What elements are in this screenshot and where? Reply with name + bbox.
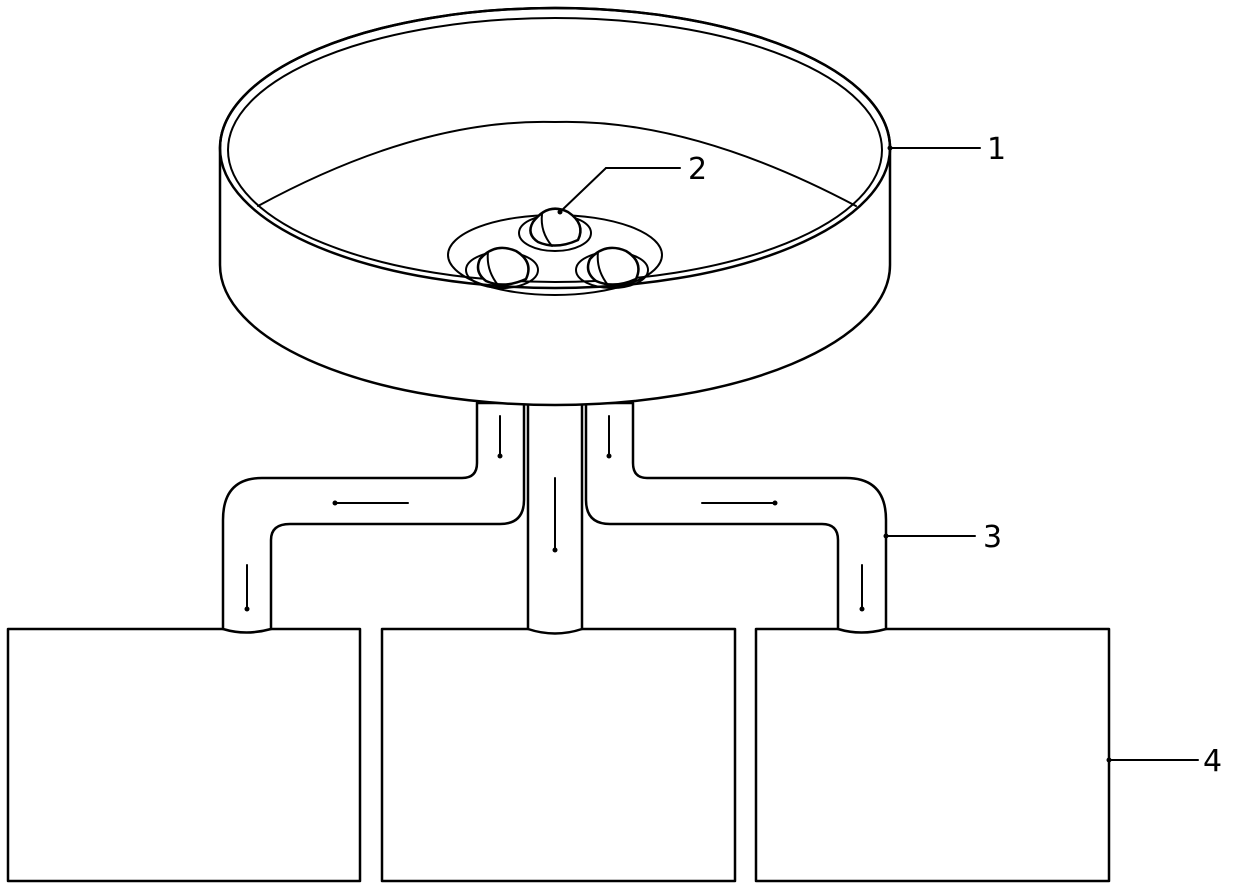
containers	[6, 627, 1111, 883]
container-middle	[380, 627, 737, 883]
arrow-right-horizontal-head	[772, 500, 778, 506]
bowl-inner-floor	[257, 120, 857, 207]
nozzle-left	[465, 246, 539, 289]
pipes	[221, 401, 888, 635]
pipe-left	[221, 401, 526, 634]
container-left	[6, 627, 362, 883]
nozzle-right	[575, 246, 649, 289]
container-right	[754, 627, 1111, 883]
arrow-right-down-lower-head	[859, 606, 865, 612]
arrow-middle-down-head	[552, 547, 558, 553]
flow-arrows	[244, 415, 865, 612]
bowl-rim-inner	[227, 17, 883, 283]
label-1: 1	[987, 132, 1006, 167]
arrow-left-down-lower-head	[244, 606, 250, 612]
arrow-left-horizontal-head	[332, 500, 338, 506]
leaders: 1 2 3 4	[557, 132, 1222, 779]
label-2: 2	[688, 152, 707, 187]
bowl-body	[218, 6, 892, 407]
label-4: 4	[1203, 744, 1222, 779]
arrow-right-down-upper-head	[606, 453, 612, 459]
leader-2	[559, 167, 607, 213]
bowl	[218, 6, 892, 407]
nozzles	[447, 207, 663, 296]
arrow-left-down-upper-head	[497, 453, 503, 459]
pipe-right	[584, 401, 888, 634]
nozzle-top	[518, 207, 592, 252]
label-3: 3	[983, 520, 1002, 555]
